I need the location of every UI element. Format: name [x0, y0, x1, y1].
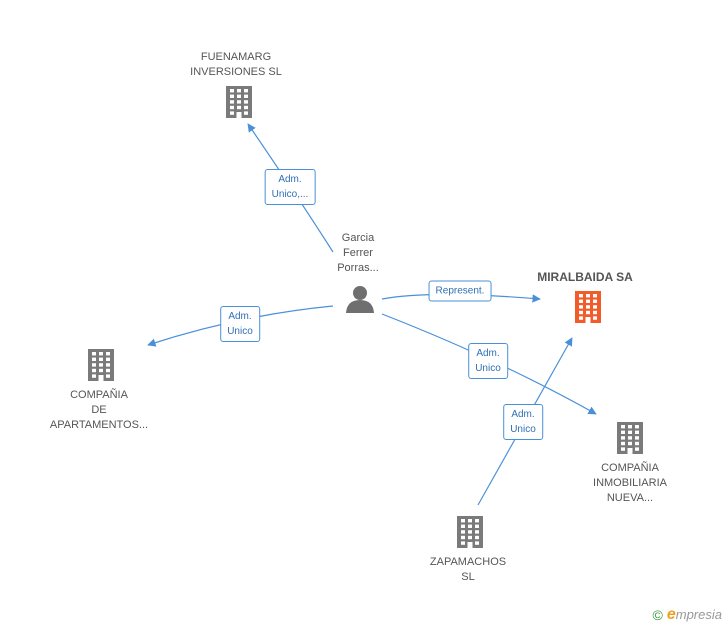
node-label-apartamentos[interactable]: COMPAÑIA DE APARTAMENTOS...: [50, 388, 148, 433]
node-label-line: SL: [461, 571, 475, 583]
building-icon: [226, 86, 252, 118]
empresia-watermark: © empresia: [653, 606, 722, 624]
edge-label-line: Unico,...: [271, 189, 309, 200]
node-label-line: Ferrer: [343, 247, 373, 259]
edge-label-garcia-to-fuenamarg[interactable]: Adm. Unico,...: [264, 169, 316, 205]
copyright-symbol: ©: [652, 607, 663, 623]
node-label-line: COMPAÑIA: [70, 389, 128, 401]
building-icon-focus: [575, 291, 601, 323]
empresia-logo: empresia: [666, 606, 722, 623]
node-label-fuenamarg[interactable]: FUENAMARG INVERSIONES SL: [190, 50, 282, 80]
node-label-line: DE: [91, 404, 107, 416]
node-label-inmobiliaria[interactable]: COMPAÑIA INMOBILIARIA NUEVA...: [593, 461, 667, 506]
edge-label-line: Unico: [475, 363, 501, 374]
node-label-line: COMPAÑIA: [601, 462, 659, 474]
person-icon: [346, 286, 374, 313]
edge-label-garcia-to-miralbaida[interactable]: Represent.: [428, 280, 492, 302]
edge-label-zapamachos-to-miralbaida[interactable]: Adm. Unico: [503, 404, 543, 440]
edge-label-garcia-to-apartamentos[interactable]: Adm. Unico: [220, 306, 260, 342]
node-label-line: Porras...: [337, 262, 379, 274]
node-label-line: INMOBILIARIA: [593, 477, 667, 489]
edge-label-line: Adm.: [228, 311, 252, 322]
edge-label-line: Adm.: [511, 409, 535, 420]
node-label-line: NUEVA...: [606, 492, 654, 504]
edge-label-line: Unico: [510, 424, 536, 435]
edge-label-line: Adm.: [278, 174, 302, 185]
node-label-line: FUENAMARG: [200, 51, 272, 63]
node-label-zapamachos[interactable]: ZAPAMACHOS SL: [430, 555, 506, 585]
node-label-line: Garcia: [341, 232, 375, 244]
node-label-line: INVERSIONES SL: [190, 66, 282, 78]
edge-label-garcia-to-inmobiliaria[interactable]: Adm. Unico: [468, 343, 508, 379]
node-label-line: APARTAMENTOS...: [49, 419, 149, 431]
edge-label-line: Represent.: [435, 285, 485, 297]
edge-label-line: Unico: [227, 326, 253, 337]
node-label-miralbaida[interactable]: MIRALBAIDA SA: [537, 270, 633, 285]
building-icon: [457, 516, 483, 548]
node-label-line: MIRALBAIDA SA: [537, 270, 633, 284]
edge-label-line: Adm.: [476, 348, 500, 359]
building-icon: [617, 422, 643, 454]
building-icon: [88, 349, 114, 381]
node-label-line: ZAPAMACHOS: [429, 556, 507, 568]
